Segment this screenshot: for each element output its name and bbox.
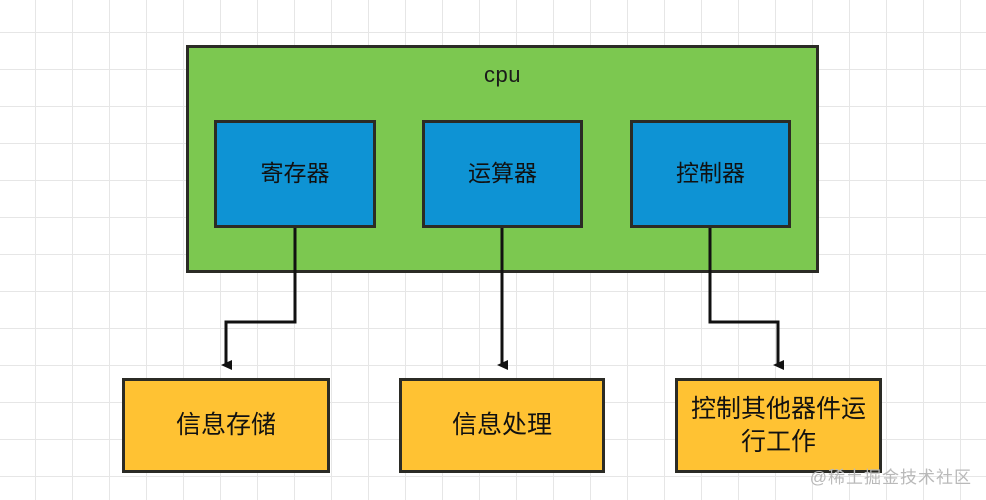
outcome-box-info-process[interactable]: 信息处理 xyxy=(399,378,605,473)
unit-box-alu[interactable]: 运算器 xyxy=(422,120,583,228)
cpu-group-label: cpu xyxy=(484,62,521,87)
outcome-box-info-storage[interactable]: 信息存储 xyxy=(122,378,330,473)
unit-box-register[interactable]: 寄存器 xyxy=(214,120,376,228)
unit-box-controller[interactable]: 控制器 xyxy=(630,120,791,228)
unit-label-controller: 控制器 xyxy=(676,160,745,187)
unit-label-register: 寄存器 xyxy=(260,160,330,187)
outcome-box-control-other[interactable]: 控制其他器件运 行工作 xyxy=(675,378,882,473)
outcome-label-control-other: 控制其他器件运 行工作 xyxy=(691,393,866,458)
outcome-label-info-storage: 信息存储 xyxy=(175,410,276,439)
outcome-label-control-other-line1: 控制其他器件运 xyxy=(690,395,866,423)
outcome-label-info-process: 信息处理 xyxy=(451,410,552,439)
outcome-label-control-other-line2: 行工作 xyxy=(740,427,816,456)
unit-label-alu: 运算器 xyxy=(468,160,537,187)
watermark-text: @稀土掘金技术社区 xyxy=(809,468,972,487)
